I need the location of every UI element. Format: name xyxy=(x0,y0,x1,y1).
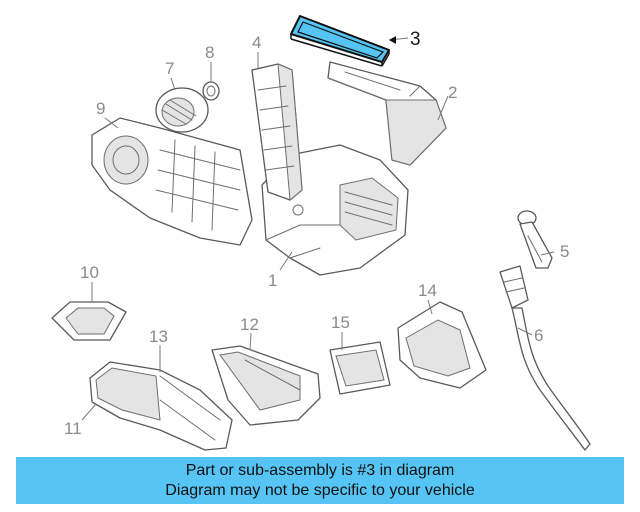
callout-3[interactable]: 3 xyxy=(410,29,421,50)
part-2-filter-housing xyxy=(327,61,447,166)
callout-8: 8 xyxy=(205,43,214,62)
callout-4: 4 xyxy=(252,33,261,52)
banner-line-2: Diagram may not be specific to your vehi… xyxy=(165,482,475,499)
part-6-hose xyxy=(499,265,591,451)
part-12-vent-duct xyxy=(211,345,321,426)
part-7-blower-motor xyxy=(155,87,209,133)
part-14-duct-housing xyxy=(397,301,487,389)
part-10-duct-frame xyxy=(51,301,127,341)
callout-1: 1 xyxy=(268,271,277,290)
part-9-blower-housing xyxy=(91,117,253,246)
info-banner: Part or sub-assembly is #3 in diagram Di… xyxy=(16,457,624,504)
leader-lines xyxy=(81,36,555,421)
callout-11: 11 xyxy=(64,419,82,438)
callout-12: 12 xyxy=(240,315,259,334)
callout-7: 7 xyxy=(165,59,174,78)
part-4-heater-core xyxy=(251,63,303,201)
part-5-cable xyxy=(517,210,553,269)
callout-6: 6 xyxy=(534,326,543,345)
banner-line-1: Part or sub-assembly is #3 in diagram xyxy=(185,462,455,479)
callout-15: 15 xyxy=(331,313,350,332)
part-11-13-lower-duct xyxy=(89,361,233,451)
part-3-cabin-filter[interactable] xyxy=(290,15,390,67)
part-8-ring xyxy=(202,81,220,101)
callout-9: 9 xyxy=(96,99,105,118)
callout-13: 13 xyxy=(149,327,168,346)
callout-14: 14 xyxy=(418,281,437,300)
callout-5: 5 xyxy=(560,242,569,261)
callout-2: 2 xyxy=(448,83,457,102)
callout-10: 10 xyxy=(80,263,99,282)
part-15-filter xyxy=(329,341,391,395)
